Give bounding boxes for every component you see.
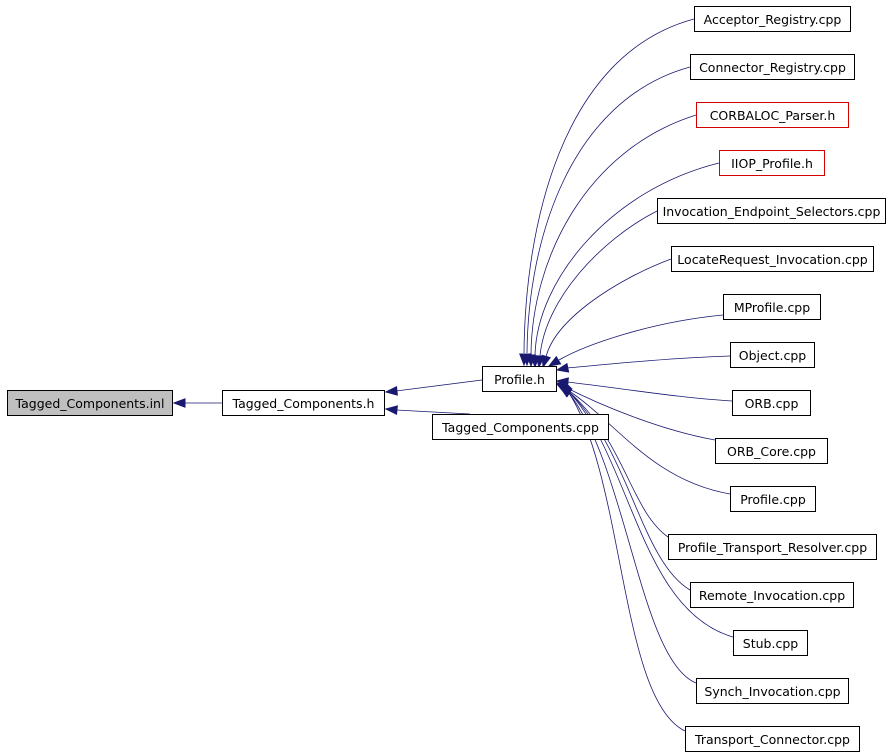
node-orb-cpp[interactable]: ORB.cpp — [732, 390, 811, 416]
node-locaterequest-invocation-cpp[interactable]: LocateRequest_Invocation.cpp — [671, 246, 874, 272]
edge-iiop_profile-to-profile-h — [534, 162, 720, 356]
edge-connector_registry-to-profile-h — [526, 66, 691, 354]
edge-profile_cpp-to-profile-h — [565, 388, 731, 495]
node-iiop-profile-h[interactable]: IIOP_Profile.h — [719, 150, 825, 176]
node-label: ORB.cpp — [744, 395, 799, 411]
edge-orb_core-to-profile-h — [564, 386, 716, 441]
node-corbaloc-parser-h[interactable]: CORBALOC_Parser.h — [696, 102, 849, 128]
node-stub-cpp[interactable]: Stub.cpp — [733, 630, 808, 656]
node-label: Invocation_Endpoint_Selectors.cpp — [662, 203, 881, 219]
node-label: Tagged_Components.cpp — [442, 419, 599, 435]
node-tagged-components-cpp[interactable]: Tagged_Components.cpp — [432, 414, 609, 440]
node-label: Profile.h — [494, 371, 545, 387]
node-label: ORB_Core.cpp — [727, 443, 816, 459]
edge-profile_transport_resolver-to-profile-h — [566, 389, 669, 538]
node-label: Acceptor_Registry.cpp — [703, 11, 842, 27]
edge-object-to-profile-h-arrowhead — [555, 362, 570, 373]
node-label: IIOP_Profile.h — [731, 155, 813, 171]
node-transport-connector-cpp[interactable]: Transport_Connector.cpp — [685, 726, 860, 752]
edge-profile-h-to-tagged-components-h-arrowhead — [384, 385, 398, 396]
node-label: Remote_Invocation.cpp — [698, 587, 846, 603]
edge-tagged-components-h-to-inl-arrowhead — [172, 398, 186, 408]
edge-tagged-components-cpp-to-h-arrowhead — [384, 405, 398, 416]
node-label: Profile_Transport_Resolver.cpp — [677, 539, 868, 555]
node-acceptor-registry-cpp[interactable]: Acceptor_Registry.cpp — [694, 6, 851, 32]
edge-transport_connector-to-profile-h-arrowhead — [558, 386, 573, 398]
node-orb-core-cpp[interactable]: ORB_Core.cpp — [715, 438, 828, 464]
edge-tagged-components-cpp-to-h — [395, 409, 471, 415]
node-profile-cpp[interactable]: Profile.cpp — [730, 486, 816, 512]
node-label: Tagged_Components.h — [232, 395, 375, 411]
node-label: LocateRequest_Invocation.cpp — [677, 251, 868, 267]
edge-locaterequest_invocation-to-profile-h — [545, 258, 672, 358]
edge-locaterequest_invocation-to-profile-h-arrowhead — [541, 354, 552, 369]
node-label: Connector_Registry.cpp — [699, 59, 846, 75]
edge-object-to-profile-h — [566, 355, 731, 369]
node-label: Transport_Connector.cpp — [695, 731, 850, 747]
node-remote-invocation-cpp[interactable]: Remote_Invocation.cpp — [690, 582, 854, 608]
edge-invocation_endpoint_selectors-to-profile-h — [539, 210, 658, 357]
node-synch-invocation-cpp[interactable]: Synch_Invocation.cpp — [696, 678, 849, 704]
node-label: CORBALOC_Parser.h — [709, 107, 836, 123]
node-profile-h[interactable]: Profile.h — [482, 366, 557, 392]
edge-mprofile-to-profile-h-arrowhead — [547, 355, 562, 367]
node-object-cpp[interactable]: Object.cpp — [730, 342, 815, 368]
edge-mprofile-to-profile-h — [558, 314, 724, 361]
node-profile-transport-resolver-cpp[interactable]: Profile_Transport_Resolver.cpp — [668, 534, 877, 560]
edge-transport_connector-to-profile-h — [568, 392, 686, 732]
node-tagged-components-inl: Tagged_Components.inl — [7, 390, 173, 416]
node-label: Tagged_Components.inl — [15, 395, 165, 411]
node-label: Profile.cpp — [740, 491, 806, 507]
node-connector-registry-cpp[interactable]: Connector_Registry.cpp — [690, 54, 855, 80]
edge-acceptor_registry-to-profile-h — [523, 18, 695, 354]
node-label: Object.cpp — [738, 347, 807, 363]
node-tagged-components-h[interactable]: Tagged_Components.h — [222, 390, 385, 416]
node-invocation-endpoint-selectors-cpp[interactable]: Invocation_Endpoint_Selectors.cpp — [657, 198, 886, 224]
node-label: Stub.cpp — [742, 635, 799, 651]
edge-orb-to-profile-h — [566, 381, 733, 402]
node-label: Synch_Invocation.cpp — [704, 683, 841, 699]
edge-corbaloc_parser-to-profile-h — [530, 114, 697, 355]
node-mprofile-cpp[interactable]: MProfile.cpp — [723, 294, 821, 320]
node-label: MProfile.cpp — [733, 299, 811, 315]
edge-profile-h-to-tagged-components-h — [395, 379, 483, 392]
